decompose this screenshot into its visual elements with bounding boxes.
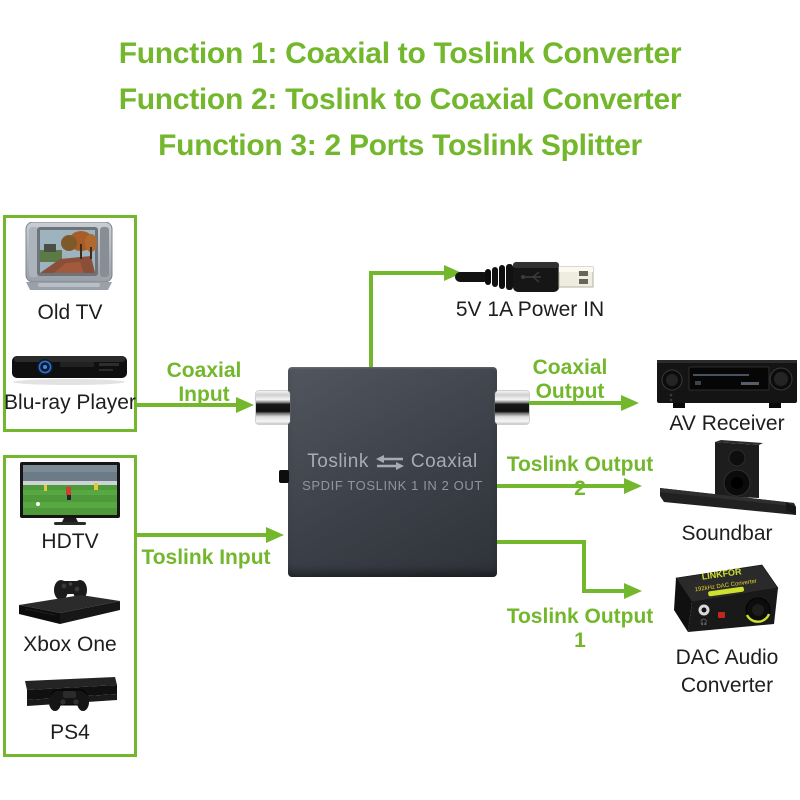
coaxial-output-port: [495, 391, 529, 424]
toslink-output-1-line-c: [582, 589, 624, 593]
coaxial-output-label: Coaxial Output: [532, 356, 608, 403]
dac-converter-image: LINKFOR 192kHz DAC Converter 🎧: [670, 558, 792, 642]
dac-label-line-1: DAC Audio: [675, 646, 779, 669]
toslink-input-line: [137, 533, 266, 537]
ps4-label: PS4: [50, 721, 90, 744]
toslink-input-arrow: [266, 527, 284, 543]
title-line-1: Function 1: Coaxial to Toslink Converter: [118, 37, 682, 70]
old-tv-image: [24, 222, 114, 292]
coaxial-output-line: [529, 401, 621, 405]
soundbar-image: [658, 440, 800, 522]
ps4-image: [21, 671, 119, 717]
converter-device: [288, 367, 497, 577]
dac-converter-label: DAC Audio Converter: [647, 644, 800, 700]
hdtv-image: [20, 462, 120, 527]
toslink-output-1-label: Toslink Output 1: [506, 605, 654, 652]
soundbar-label: Soundbar: [681, 522, 773, 545]
coaxial-input-port: [256, 391, 290, 424]
coaxial-input-label: Coaxial Input: [166, 359, 242, 406]
toslink-input-label: Toslink Input: [141, 546, 271, 569]
blu-ray-player-label: Blu-ray Player: [4, 391, 136, 414]
page-title: Function 1: Coaxial to Toslink Converter…: [0, 31, 800, 169]
toslink-output-1-arrow: [624, 583, 642, 599]
converter-coaxial-text: Coaxial: [410, 451, 478, 472]
power-line-horizontal: [369, 271, 444, 275]
toslink-output-2-label: Toslink Output 2: [506, 453, 654, 500]
toslink-output-2-arrow: [624, 478, 642, 494]
old-tv-label: Old TV: [37, 301, 103, 324]
coaxial-output-arrow: [621, 395, 639, 411]
xbox-one-label: Xbox One: [23, 633, 117, 656]
toslink-output-2-line: [497, 484, 624, 488]
coaxial-input-line: [137, 403, 236, 407]
power-label: 5V 1A Power IN: [455, 298, 605, 321]
converter-subtitle: SPDIF TOSLINK 1 IN 2 OUT: [302, 478, 483, 493]
av-receiver-image: [657, 357, 797, 413]
xbox-one-image: [17, 576, 122, 630]
swap-arrows-icon: [375, 454, 404, 470]
toslink-output-1-line-a: [497, 540, 586, 544]
converter-toslink-text: Toslink: [307, 451, 369, 472]
coaxial-input-arrow: [236, 397, 254, 413]
dac-label-line-2: Converter: [680, 674, 774, 697]
toslink-output-1-line-b: [582, 540, 586, 593]
blu-ray-player-image: [11, 349, 128, 386]
av-receiver-label: AV Receiver: [669, 412, 785, 435]
power-line-vertical: [369, 271, 373, 367]
usb-plug-image: [455, 251, 595, 303]
hdtv-label: HDTV: [41, 530, 99, 553]
svg-text:🎧: 🎧: [700, 618, 707, 626]
converter-title: Toslink Coaxial: [288, 451, 497, 473]
title-line-3: Function 3: 2 Ports Toslink Splitter: [158, 129, 642, 162]
toslink-coaxial-switch: [279, 470, 289, 483]
title-line-2: Function 2: Toslink to Coaxial Converter: [118, 83, 682, 116]
